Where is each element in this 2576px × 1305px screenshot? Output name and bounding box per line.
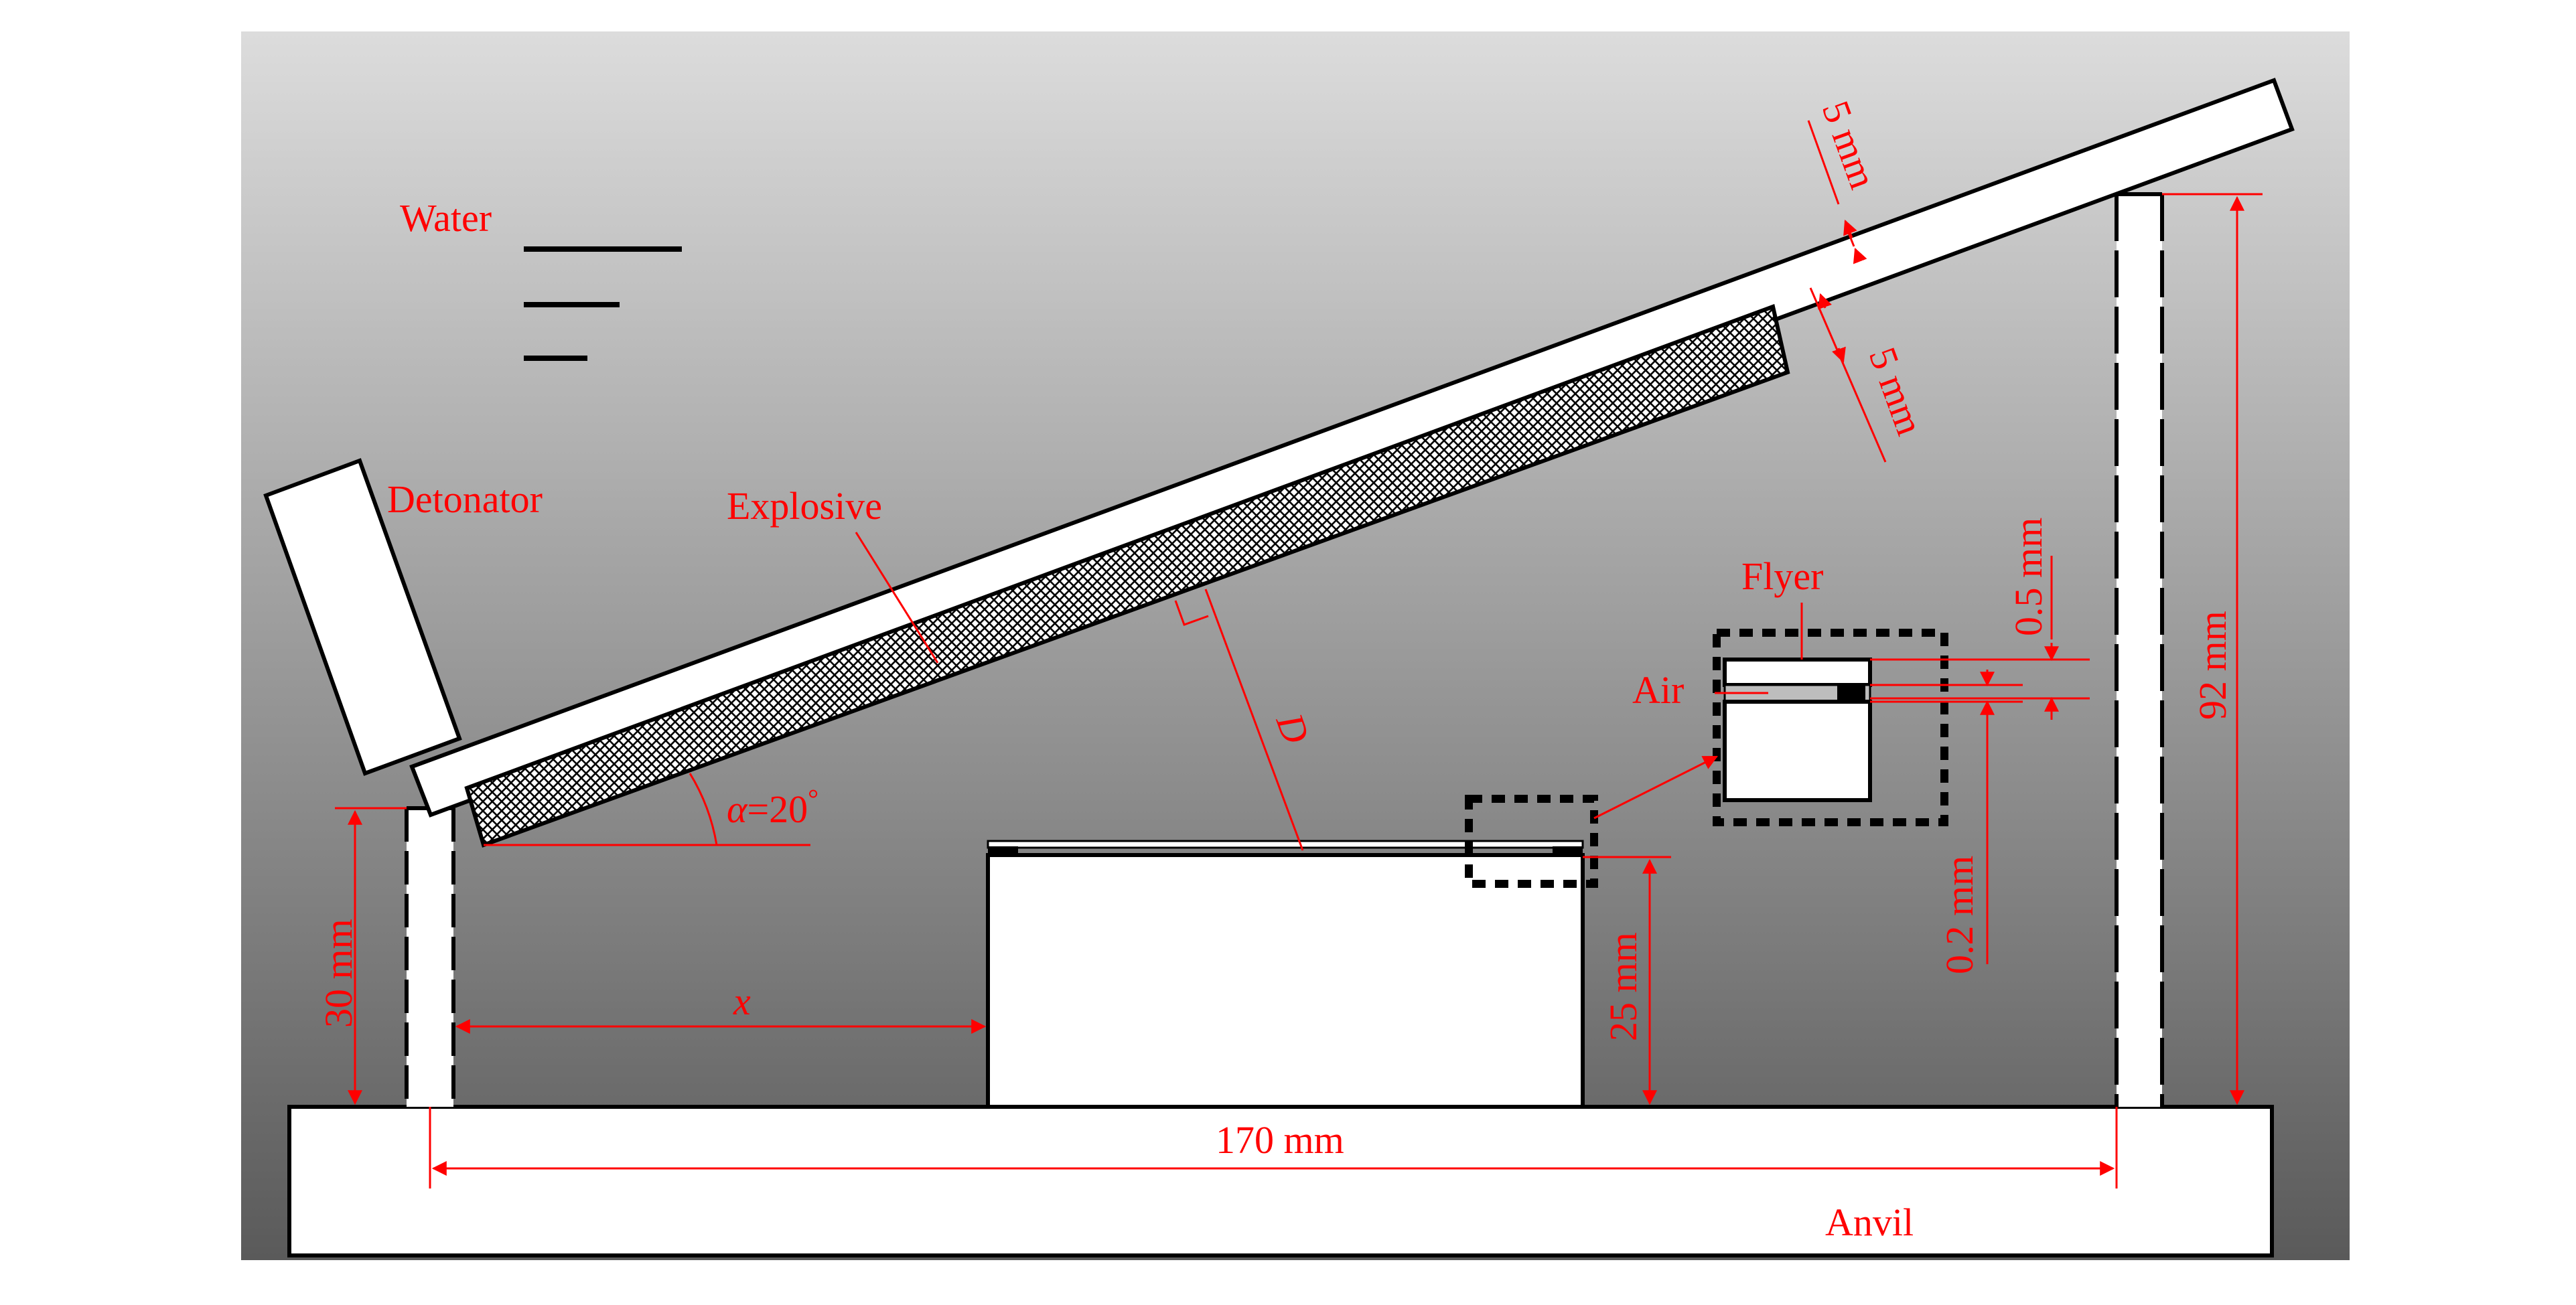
detail-spacer	[1837, 685, 1865, 702]
water-surface-symbol	[524, 246, 682, 361]
anvil	[287, 1105, 2274, 1257]
anvil-label: Anvil	[1825, 1201, 1914, 1244]
air-label: Air	[1632, 668, 1684, 712]
support-span-label: 170 mm	[1216, 1118, 1344, 1162]
explosive-layer	[464, 303, 1790, 848]
water-label: Water	[400, 196, 492, 240]
flyer-spacer-right	[1553, 846, 1583, 855]
detonator	[263, 458, 462, 776]
detonator-label: Detonator	[387, 477, 543, 521]
explosive-label: Explosive	[727, 484, 882, 528]
annotation-lines	[335, 120, 2263, 1188]
right-support-height-label: 92 mm	[2191, 611, 2234, 720]
angle-symbol: α	[727, 787, 748, 831]
standoff-label: x	[733, 980, 751, 1023]
right-support	[2117, 194, 2162, 1107]
angle-unit: °	[808, 783, 818, 814]
flyer-spacer-left	[988, 846, 1018, 855]
detail-flyer	[1723, 658, 1872, 687]
left-support-height-label: 30 mm	[317, 919, 360, 1028]
detail-base-plate	[1723, 700, 1872, 802]
angle-value: =20	[747, 787, 808, 831]
left-support	[407, 808, 453, 1107]
detail-zoom-box	[1713, 629, 1948, 826]
air-gap-label: 0.2 mm	[1938, 856, 1981, 974]
base-plate	[986, 853, 1585, 1109]
flyer-label: Flyer	[1741, 554, 1823, 598]
detail-region-marker	[1465, 795, 1598, 888]
angle-label: α=20°	[727, 783, 818, 831]
inclined-cover-plate	[409, 78, 2295, 818]
flyer-thickness-label: 0.5 mm	[2007, 518, 2050, 636]
base-plate-height-label: 25 mm	[1601, 932, 1645, 1041]
flyer-plate	[987, 840, 1584, 849]
